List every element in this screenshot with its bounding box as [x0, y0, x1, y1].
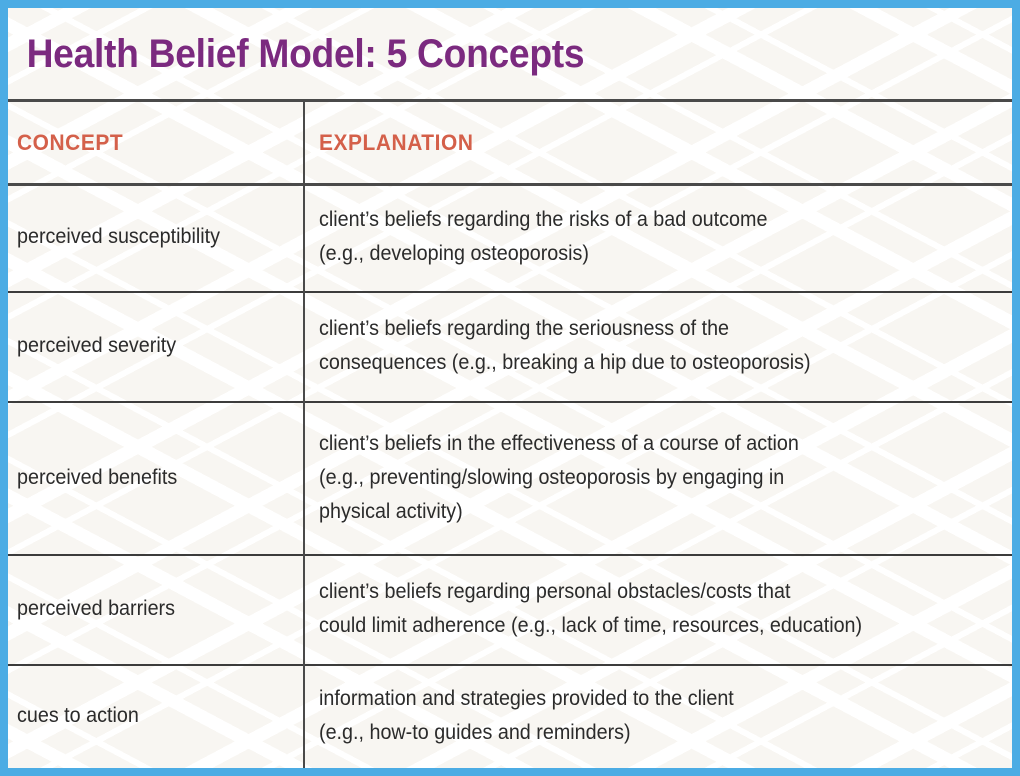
table-row: perceived benefits client’s beliefs in t…: [8, 401, 1012, 554]
title-block: Health Belief Model: 5 Concepts: [8, 8, 1012, 99]
table-header-row: CONCEPT EXPLANATION: [8, 102, 1012, 183]
table-row: perceived susceptibility client’s belief…: [8, 183, 1012, 291]
explanation-text: information and strategies provided to t…: [319, 687, 734, 744]
cell-explanation: client’s beliefs regarding the seriousne…: [303, 291, 1012, 401]
cell-concept: perceived severity: [8, 291, 303, 401]
explanation-text: client’s beliefs regarding personal obst…: [319, 580, 863, 637]
explanation-text: client’s beliefs regarding the seriousne…: [319, 317, 811, 374]
concept-label: perceived severity: [17, 334, 177, 357]
rule-below-header: [8, 183, 1012, 186]
cell-explanation: client’s beliefs regarding personal obst…: [303, 554, 1012, 664]
header-cell-concept: CONCEPT: [8, 102, 303, 183]
concept-label: perceived benefits: [17, 465, 178, 489]
rule-row-2-bottom: [8, 401, 1012, 403]
concept-label: perceived susceptibility: [17, 225, 220, 248]
rule-row-1-bottom: [8, 291, 1012, 293]
explanation-text: client’s beliefs regarding the risks of …: [319, 208, 768, 265]
page-title: Health Belief Model: 5 Concepts: [26, 31, 585, 76]
cell-explanation: information and strategies provided to t…: [303, 664, 1012, 768]
cell-concept: perceived barriers: [8, 554, 303, 664]
rule-row-3-bottom: [8, 554, 1012, 556]
concept-label: cues to action: [17, 704, 139, 727]
concept-label: perceived barriers: [17, 597, 175, 620]
explanation-text: client’s beliefs in the effectiveness of…: [319, 431, 799, 523]
cell-concept: cues to action: [8, 664, 303, 768]
cell-explanation: client’s beliefs in the effectiveness of…: [303, 401, 1012, 554]
column-header-explanation: EXPLANATION: [319, 129, 474, 155]
cell-explanation: client’s beliefs regarding the risks of …: [303, 183, 1012, 291]
table-row: perceived barriers client’s beliefs rega…: [8, 554, 1012, 664]
rule-row-4-bottom: [8, 664, 1012, 666]
rule-below-title: [8, 99, 1012, 102]
column-divider: [303, 99, 305, 768]
table-row: perceived severity client’s beliefs rega…: [8, 291, 1012, 401]
header-cell-explanation: EXPLANATION: [303, 102, 1012, 183]
cell-concept: perceived benefits: [8, 401, 303, 554]
content-layer: Health Belief Model: 5 Concepts CONCEPT …: [8, 8, 1012, 768]
cell-concept: perceived susceptibility: [8, 183, 303, 291]
column-header-concept: CONCEPT: [17, 129, 124, 155]
table-row: cues to action information and strategie…: [8, 664, 1012, 768]
